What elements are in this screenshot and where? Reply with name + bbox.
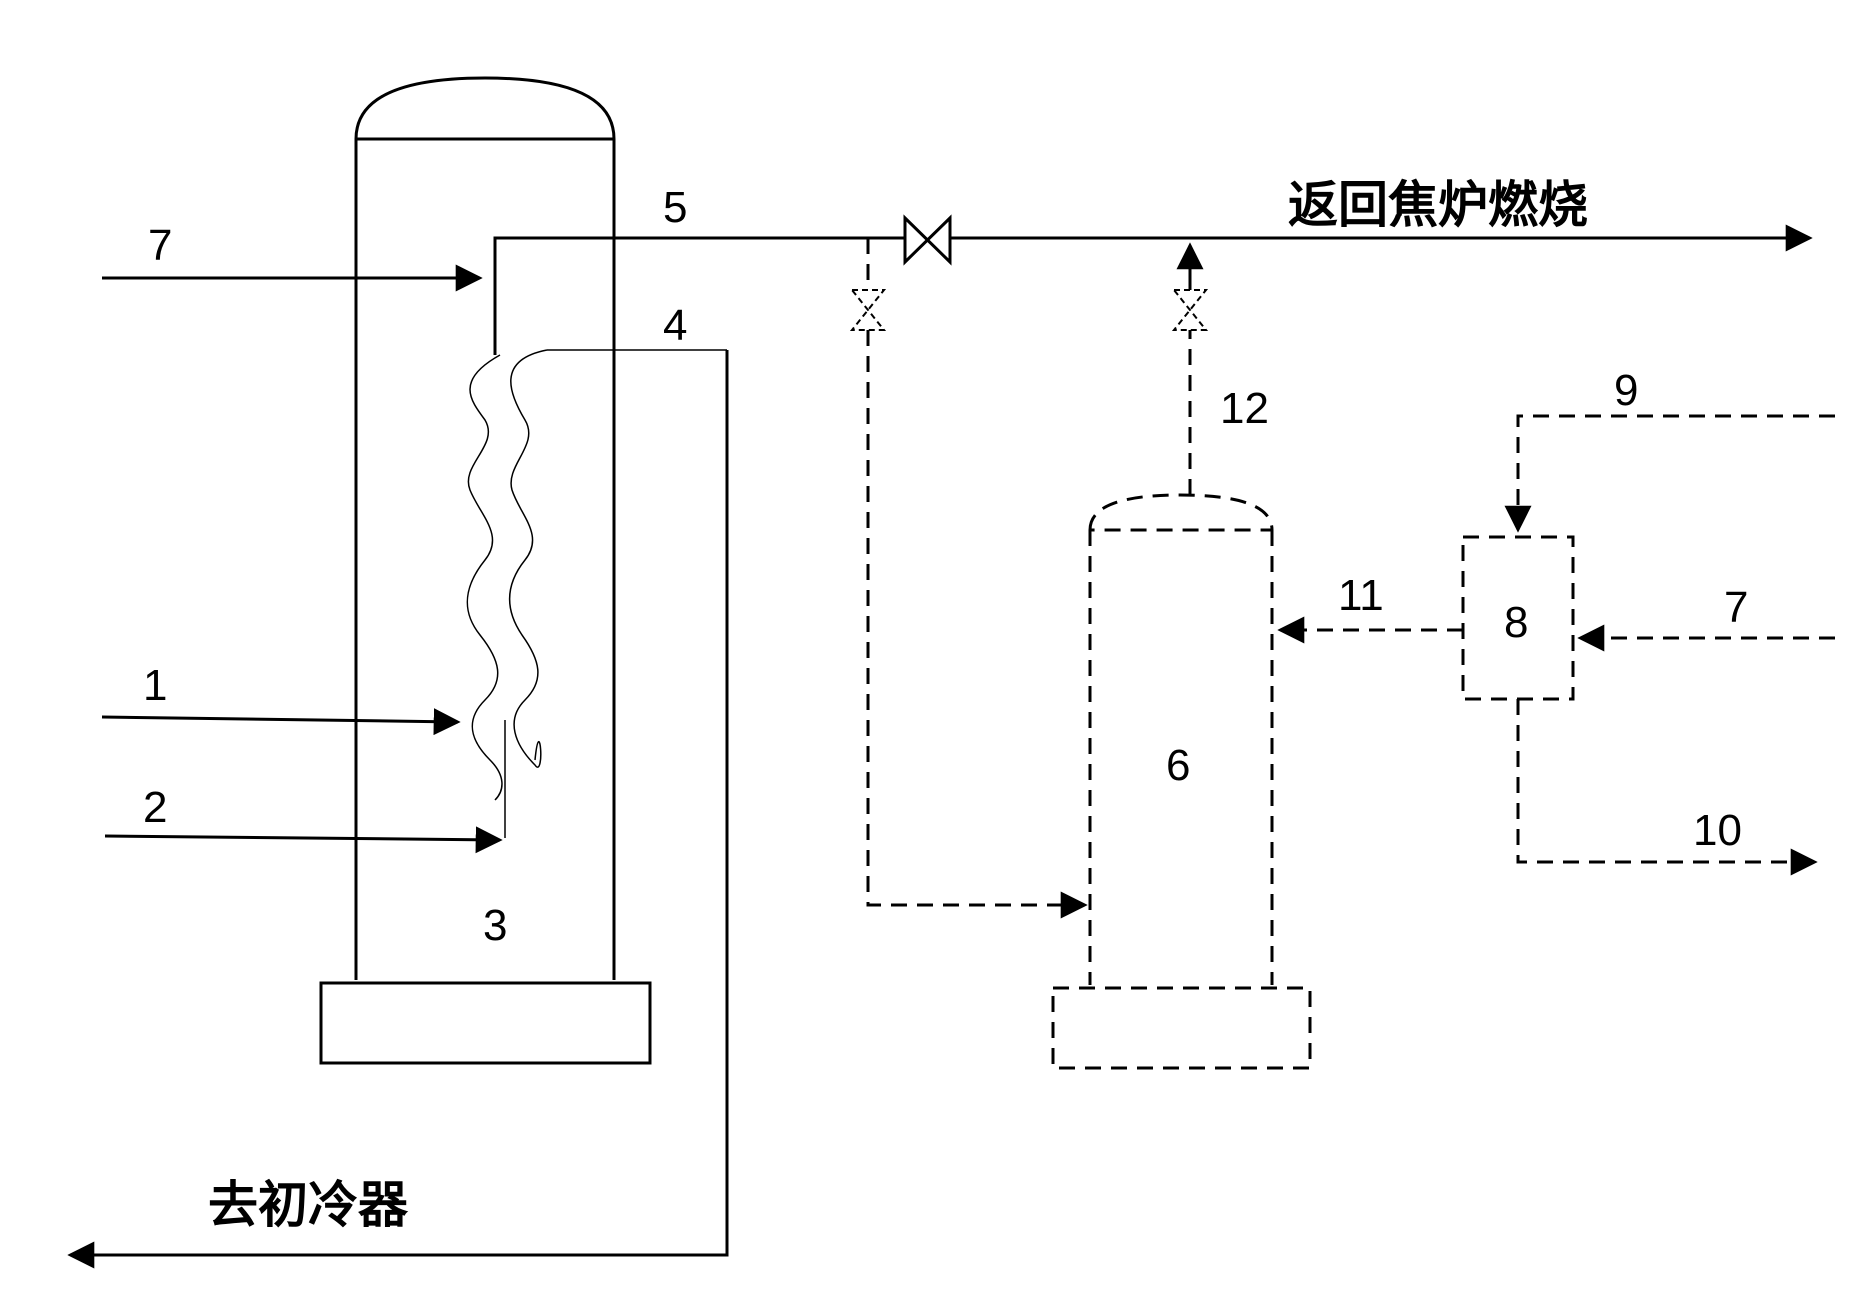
- vessel-6-base: [1051, 986, 1312, 1070]
- label-3: 3: [483, 901, 507, 950]
- label-9: 9: [1614, 366, 1638, 415]
- branch-valve-icon: [849, 289, 887, 331]
- coil-line-outer: [508, 349, 548, 768]
- label-10: 10: [1693, 806, 1742, 855]
- label-12: 12: [1220, 384, 1269, 433]
- to-primary-cooler-label: 去初冷器: [208, 1176, 409, 1234]
- label-11: 11: [1338, 571, 1384, 620]
- vessel-6-dome: [1088, 493, 1274, 532]
- stream-1-inlet: [101, 708, 461, 736]
- label-7-right: 7: [1724, 583, 1748, 632]
- label-1: 1: [143, 661, 167, 710]
- label-5: 5: [663, 183, 687, 232]
- stream-10-outlet: [1516, 699, 1818, 876]
- vessel-3-dome: [354, 76, 616, 141]
- label-7-left: 7: [148, 221, 172, 270]
- main-valve-icon: [903, 214, 952, 266]
- stream-2-inlet: [104, 826, 503, 854]
- stream-4-to-primary-cooler: [67, 350, 729, 1269]
- stream-12-valve-icon: [1171, 289, 1209, 331]
- label-8: 8: [1504, 598, 1528, 647]
- heating-coil: [466, 349, 727, 801]
- label-6: 6: [1166, 741, 1190, 790]
- stream-9-inlet: [1504, 414, 1835, 533]
- internal-riser-to-5: [493, 236, 905, 355]
- branch-to-vessel-6: [866, 330, 1088, 919]
- return-to-coke-oven-label: 返回焦炉燃烧: [1288, 176, 1588, 234]
- vessel-6: [1051, 493, 1312, 1070]
- coil-line-inner: [466, 354, 503, 801]
- vessel-3-base: [319, 981, 652, 1065]
- label-2: 2: [143, 783, 167, 832]
- label-4: 4: [663, 301, 687, 350]
